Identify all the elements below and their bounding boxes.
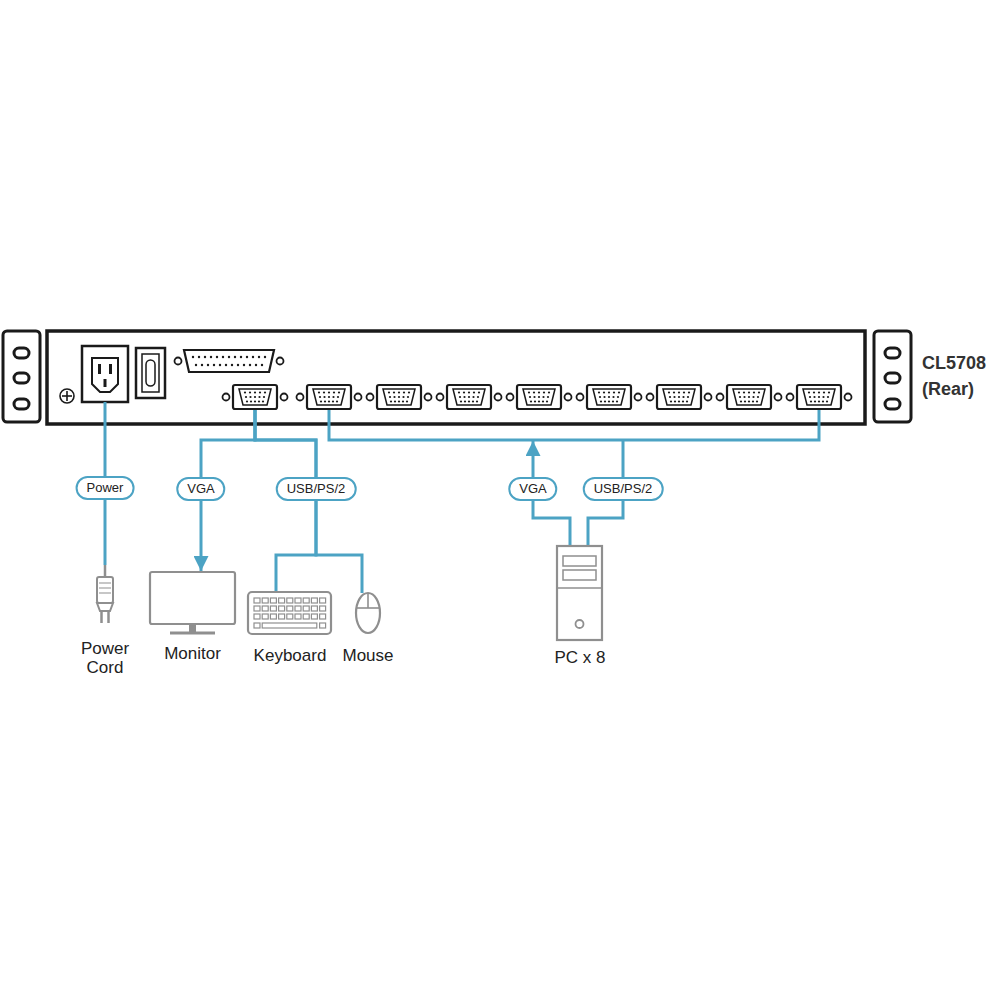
rack-ear xyxy=(874,331,911,422)
device-label: Keyboard xyxy=(243,646,337,665)
connector xyxy=(255,410,316,592)
pc-port-bus xyxy=(329,410,819,440)
device-label: Mouse xyxy=(338,646,398,665)
vga-port xyxy=(507,385,572,409)
keyboard-device: Keyboard xyxy=(243,588,337,665)
rack-ear xyxy=(3,331,40,422)
power-cord-device: Power Cord xyxy=(70,565,140,677)
vga-port xyxy=(297,385,362,409)
device-label: Power Cord xyxy=(70,639,140,677)
monitor-icon xyxy=(145,570,240,636)
vga-port xyxy=(437,385,502,409)
cord-icon xyxy=(70,565,140,625)
ground-screw xyxy=(60,389,74,403)
signal-pill-label: VGA xyxy=(176,477,225,501)
vga-port xyxy=(787,385,852,409)
chassis xyxy=(47,331,865,424)
power-inlet xyxy=(82,346,128,402)
monitor-device: Monitor xyxy=(145,570,240,663)
model-label: CL5708 (Rear) xyxy=(922,350,1000,402)
vga-port xyxy=(223,385,288,409)
ports xyxy=(175,350,852,409)
signal-pill-label: USB/PS/2 xyxy=(583,477,664,501)
signal-pill-label: Power xyxy=(76,476,135,500)
device-label: Monitor xyxy=(145,644,240,663)
mouse-device: Mouse xyxy=(338,588,398,665)
kvm-switch-panel: CL5708 (Rear) xyxy=(46,330,866,425)
pc-device: PC x 8 xyxy=(545,544,615,667)
mouse-icon xyxy=(344,588,392,636)
pc-icon xyxy=(545,544,615,642)
connector xyxy=(255,410,362,593)
db25-port xyxy=(175,350,284,372)
vga-port xyxy=(577,385,642,409)
power-switch xyxy=(136,348,165,398)
signal-pill-label: VGA xyxy=(508,477,557,501)
vga-port xyxy=(647,385,712,409)
device-label: PC x 8 xyxy=(545,648,615,667)
keyboard-icon xyxy=(245,588,335,636)
vga-port xyxy=(367,385,432,409)
vga-port xyxy=(717,385,782,409)
signal-pill-label: USB/PS/2 xyxy=(276,477,357,501)
